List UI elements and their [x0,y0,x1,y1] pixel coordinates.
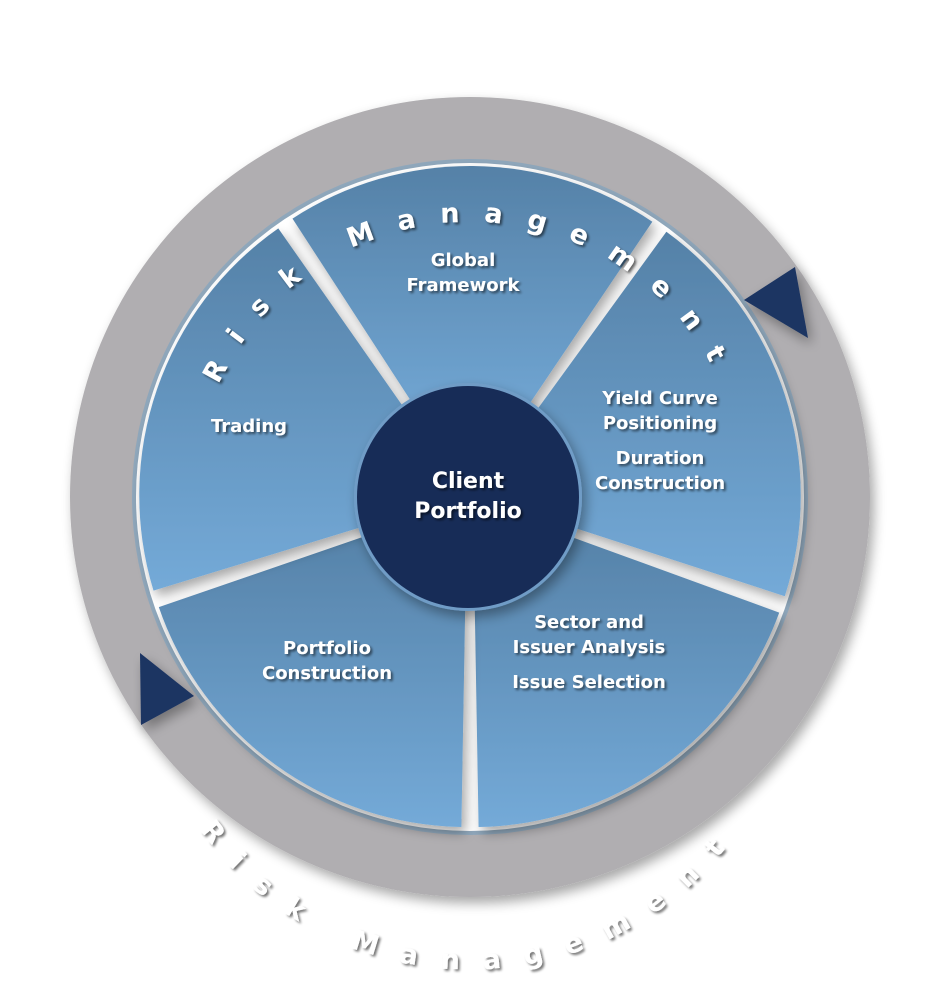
center-circle [357,386,579,608]
segment-label-line: Issue Selection [512,672,666,693]
center-label-line: Portfolio [414,499,522,524]
segment-label-line: Global [431,250,496,271]
segment-yield-curve-duration [510,231,801,597]
segment-label-line: Portfolio [283,638,371,659]
segment-label-trading: Trading [211,416,287,437]
segment-label-line: Duration [616,448,705,469]
triangle-arrow-icon [744,267,808,338]
segment-label-line: Yield Curve [601,388,718,409]
segment-label-line: Construction [595,473,725,494]
triangle-arrow-icon [140,653,194,725]
segment-label-line: Construction [262,663,392,684]
segment-label-line: Trading [211,416,287,437]
center-label-line: Client [432,469,505,494]
segment-label-line: Sector and [534,612,644,633]
segment-portfolio-construction [158,520,467,827]
segment-label-line: Framework [407,275,521,296]
segment-label-line: Positioning [603,413,717,434]
segment-sector-issue [473,521,780,828]
segment-label-line: Issuer Analysis [513,637,666,658]
segment-global-framework [292,166,653,443]
